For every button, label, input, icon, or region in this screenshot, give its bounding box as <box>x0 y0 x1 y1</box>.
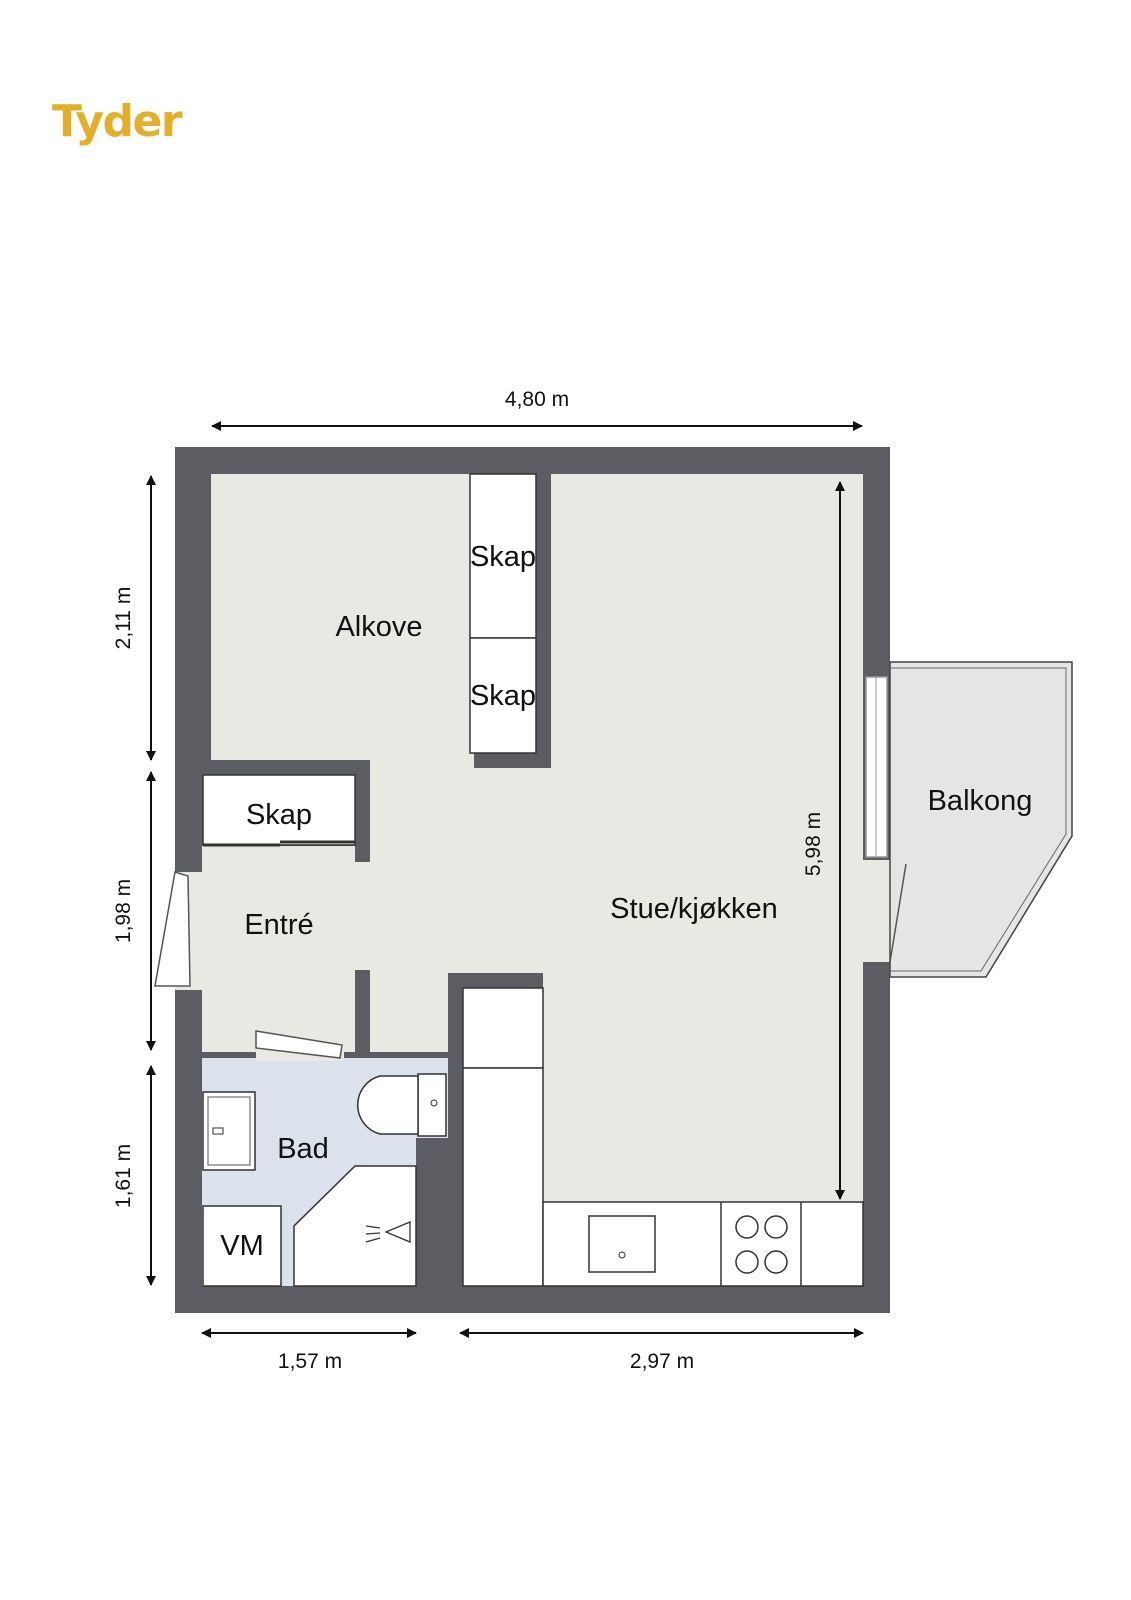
washing-machine <box>202 1205 282 1287</box>
tyder-logo: Tyder <box>52 96 183 147</box>
stove-burners-icon <box>735 1215 788 1274</box>
dim-label-right: 5,98 m <box>802 812 825 876</box>
kitchen-tall-unit-upper <box>462 987 544 1069</box>
dim-label-bottom-left: 1,57 m <box>278 1350 342 1373</box>
skap-wall <box>536 474 551 768</box>
dim-label-left-upper: 2,11 m <box>112 587 135 650</box>
dim-label-left-middle: 1,98 m <box>112 879 135 943</box>
bath-door <box>255 1030 343 1059</box>
skap-wall-foot <box>474 753 551 768</box>
shower <box>293 1165 417 1287</box>
balcony-door-gap <box>863 860 890 962</box>
kitchen-sink <box>588 1215 656 1273</box>
room-label-vm: VM <box>220 1230 264 1262</box>
room-label-stue: Stue/kjøkken <box>610 893 778 925</box>
toilet-bowl <box>356 1075 419 1135</box>
kitchen-top-wall <box>448 973 543 988</box>
room-label-skap-top: Skap <box>470 541 536 573</box>
kitchen-tall-unit-lower <box>462 1067 544 1287</box>
entry-skap-right-wall <box>355 760 370 862</box>
dim-label-left-lower: 1,61 m <box>112 1144 135 1208</box>
bath-sink-unit <box>202 1091 256 1171</box>
alkove-entry-wall <box>211 760 368 775</box>
balcony-door <box>889 863 907 963</box>
room-label-skap-entry: Skap <box>246 799 312 831</box>
dim-label-bottom-right: 2,97 m <box>630 1350 694 1373</box>
room-label-alkove: Alkove <box>335 611 422 643</box>
skap-entry <box>202 774 356 846</box>
room-label-bad: Bad <box>277 1133 329 1165</box>
skap-mid <box>469 637 537 754</box>
room-label-entre: Entré <box>244 909 313 941</box>
room-label-skap-mid: Skap <box>470 680 536 712</box>
front-door <box>154 871 191 987</box>
entry-floor <box>202 846 370 1052</box>
entry-right-wall-lower <box>355 970 370 1052</box>
balcony-floor <box>889 661 1073 978</box>
kitchen-left-wall <box>448 973 463 1286</box>
dim-label-top: 4,80 m <box>505 388 569 411</box>
shower-head-icon <box>365 1221 411 1243</box>
room-label-balkong: Balkong <box>928 785 1033 817</box>
bath-right-wall <box>416 1138 448 1286</box>
